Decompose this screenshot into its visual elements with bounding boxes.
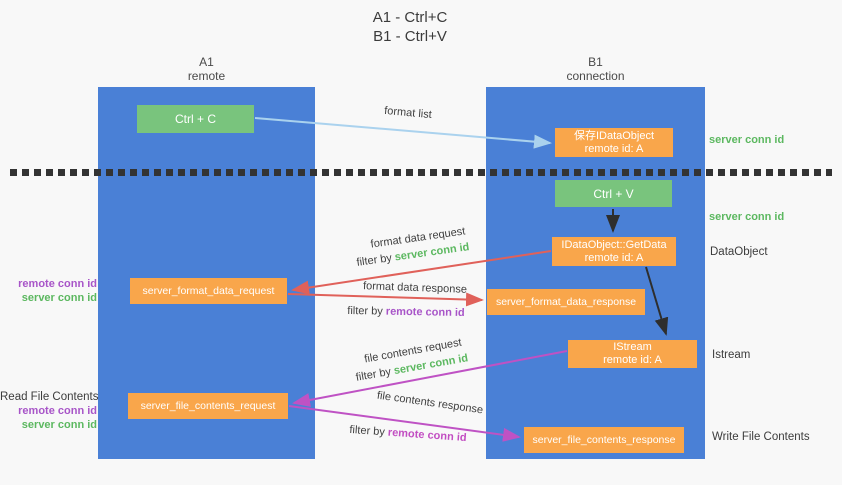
node-save-idataobject-line2: remote id: A: [584, 142, 644, 155]
filter-prefix: filter by: [347, 304, 386, 318]
label-server-conn-id-mid-right: server conn id: [709, 211, 785, 223]
node-file-request-label: server_file_contents_request: [140, 399, 276, 412]
filter-prefix: filter by: [355, 251, 396, 269]
label-remote-conn-id-bottom: remote conn id: [18, 405, 97, 417]
node-ctrl-v: Ctrl + V: [555, 180, 672, 207]
node-format-response-label: server_format_data_response: [495, 295, 637, 308]
left-conn-id-group-mid: remote conn id server conn id: [0, 277, 97, 305]
label-write-file-contents: Write File Contents: [712, 431, 810, 443]
node-getdata-line1: IDataObject::GetData: [561, 238, 667, 251]
node-server-format-data-response: server_format_data_response: [487, 289, 645, 315]
title-line-2: B1 - Ctrl+V: [373, 28, 447, 45]
node-format-request-label: server_format_data_request: [142, 284, 275, 297]
lane-b-header: B1 connection: [486, 55, 705, 83]
node-server-format-data-request: server_format_data_request: [130, 278, 287, 304]
lane-a-role: remote: [187, 69, 226, 83]
lane-a-name: A1: [199, 55, 214, 69]
node-istream-line2: remote id: A: [603, 354, 662, 366]
node-idataobject-getdata: IDataObject::GetData remote id: A: [552, 237, 676, 266]
edge-filter-file-contents-response: filter by remote conn id: [349, 424, 467, 444]
left-conn-id-group-bottom: Read File Contents remote conn id server…: [0, 390, 99, 432]
lane-b-role: connection: [566, 69, 625, 83]
filter-prefix: filter by: [349, 423, 389, 439]
edge-label-file-contents-response: file contents response: [376, 389, 484, 417]
label-server-conn-id-bottom: server conn id: [21, 419, 97, 431]
label-server-conn-id-top: server conn id: [709, 134, 785, 146]
node-istream-line1: IStream: [613, 341, 652, 353]
node-ctrl-c-label: Ctrl + C: [174, 112, 216, 126]
node-ctrl-v-label: Ctrl + V: [593, 186, 634, 201]
node-file-response-label: server_file_contents_response: [532, 433, 676, 446]
lane-b-name: B1: [588, 55, 603, 69]
node-getdata-line2: remote id: A: [584, 251, 644, 264]
node-save-idataobject: 保存IDataObject remote id: A: [555, 128, 673, 157]
node-ctrl-c: Ctrl + C: [137, 105, 254, 133]
edge-label-format-data-response: format data response: [362, 280, 468, 296]
filter-key-remote-conn-id: remote conn id: [385, 305, 465, 320]
node-save-idataobject-line1: 保存IDataObject: [573, 129, 655, 142]
edge-label-format-list: format list: [383, 104, 433, 122]
label-server-conn-id-mid-left: server conn id: [21, 292, 97, 304]
label-read-file-contents: Read File Contents: [0, 391, 99, 403]
diagram-title: A1 - Ctrl+C B1 - Ctrl+V: [330, 8, 490, 46]
dotted-divider: [10, 169, 832, 176]
lane-a-header: A1 remote: [98, 55, 315, 83]
filter-prefix: filter by: [354, 365, 395, 384]
node-server-file-contents-request: server_file_contents_request: [128, 393, 288, 419]
node-istream: IStream remote id: A: [568, 340, 697, 368]
label-remote-conn-id-mid: remote conn id: [18, 278, 97, 290]
title-line-1: A1 - Ctrl+C: [372, 9, 448, 26]
filter-key-remote-conn-id: remote conn id: [387, 426, 467, 445]
label-dataobject: DataObject: [710, 246, 768, 258]
edge-filter-format-data-response: filter by remote conn id: [347, 305, 465, 319]
label-istream: Istream: [712, 349, 751, 361]
node-server-file-contents-response: server_file_contents_response: [524, 427, 684, 453]
